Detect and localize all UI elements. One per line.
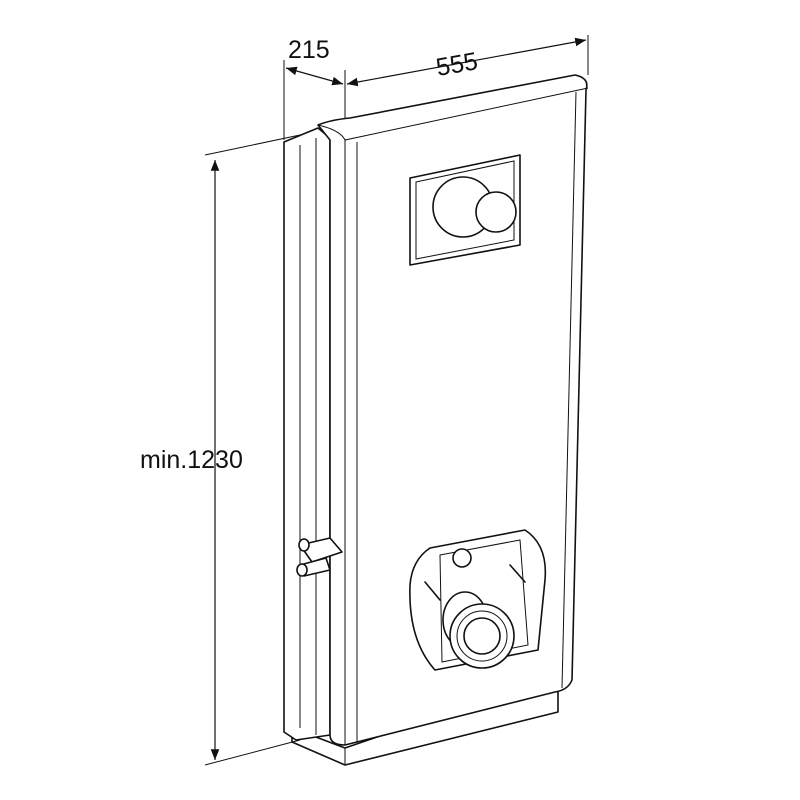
pipe-cutout bbox=[409, 529, 547, 671]
flush-plate bbox=[409, 154, 521, 266]
height-label: min.1230 bbox=[140, 446, 243, 474]
width-dimension: 555 bbox=[346, 35, 589, 87]
depth-dimension: 215 bbox=[283, 36, 346, 140]
depth-label: 215 bbox=[288, 36, 330, 64]
side-panel bbox=[283, 127, 331, 741]
flush-button-small bbox=[475, 191, 517, 233]
height-dimension: min.1230 bbox=[140, 134, 301, 766]
width-label: 555 bbox=[434, 47, 480, 82]
side-bracket bbox=[296, 537, 343, 577]
